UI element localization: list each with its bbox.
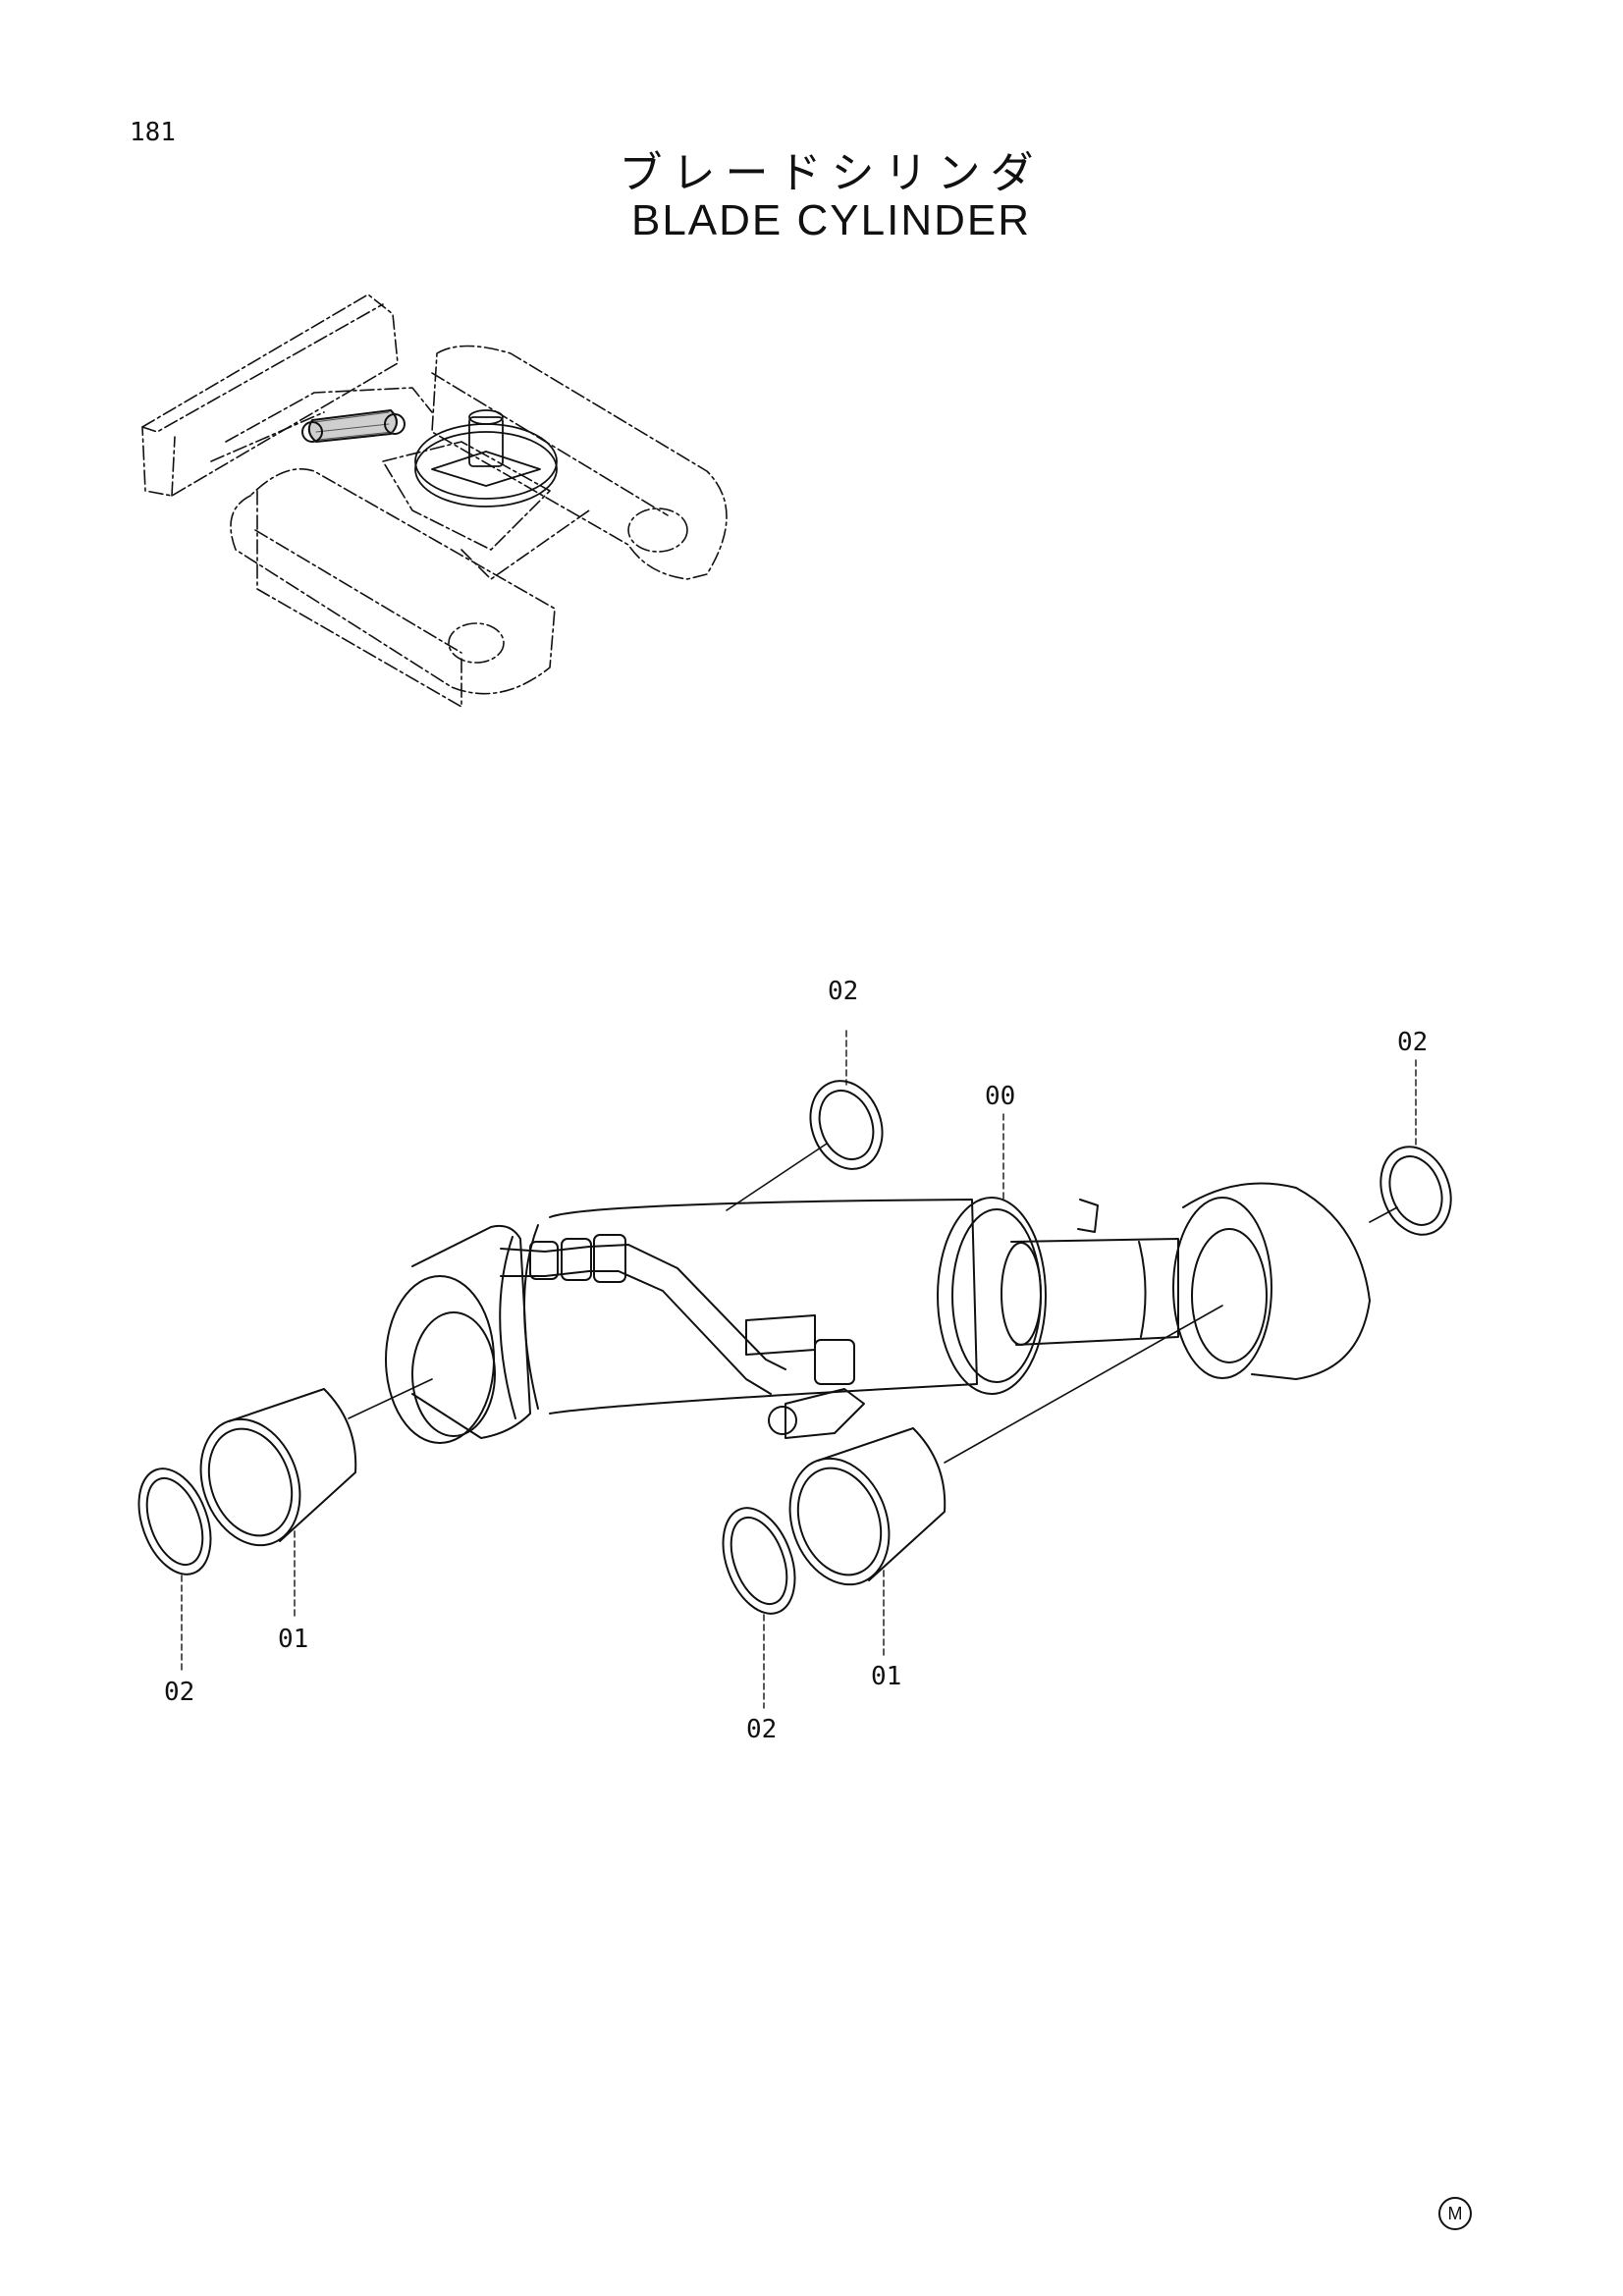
callout-right-ring: 02 — [1397, 1028, 1428, 1057]
machine-key-plan — [141, 294, 728, 708]
manufacturer-mark: M — [1438, 2197, 1472, 2230]
callout-top-ring: 02 — [828, 977, 858, 1006]
callout-leaders — [181, 1030, 1417, 1709]
callout-left-ring: 02 — [164, 1678, 194, 1707]
page-title-japanese: ブレードシリンダ — [619, 148, 1044, 198]
callout-center-ring: 02 — [746, 1715, 777, 1744]
blade-cylinder-body — [385, 1182, 1371, 1444]
page-title-english: BLADE CYLINDER — [630, 196, 1031, 244]
o-ring-right — [1380, 1146, 1452, 1236]
bushing-center — [788, 1427, 947, 1586]
machine-turntable — [414, 409, 558, 507]
callout-cylinder: 00 — [985, 1082, 1015, 1111]
assembly-lines — [348, 1143, 1398, 1464]
o-ring-center — [722, 1507, 796, 1615]
callout-center-bushing: 01 — [871, 1662, 901, 1691]
o-ring-left — [137, 1468, 212, 1575]
o-ring-top — [809, 1080, 884, 1170]
page-number: 181 — [130, 118, 176, 147]
highlighted-blade-cylinder — [301, 409, 406, 443]
bushing-left — [199, 1388, 357, 1547]
callout-left-bushing: 01 — [278, 1625, 308, 1654]
